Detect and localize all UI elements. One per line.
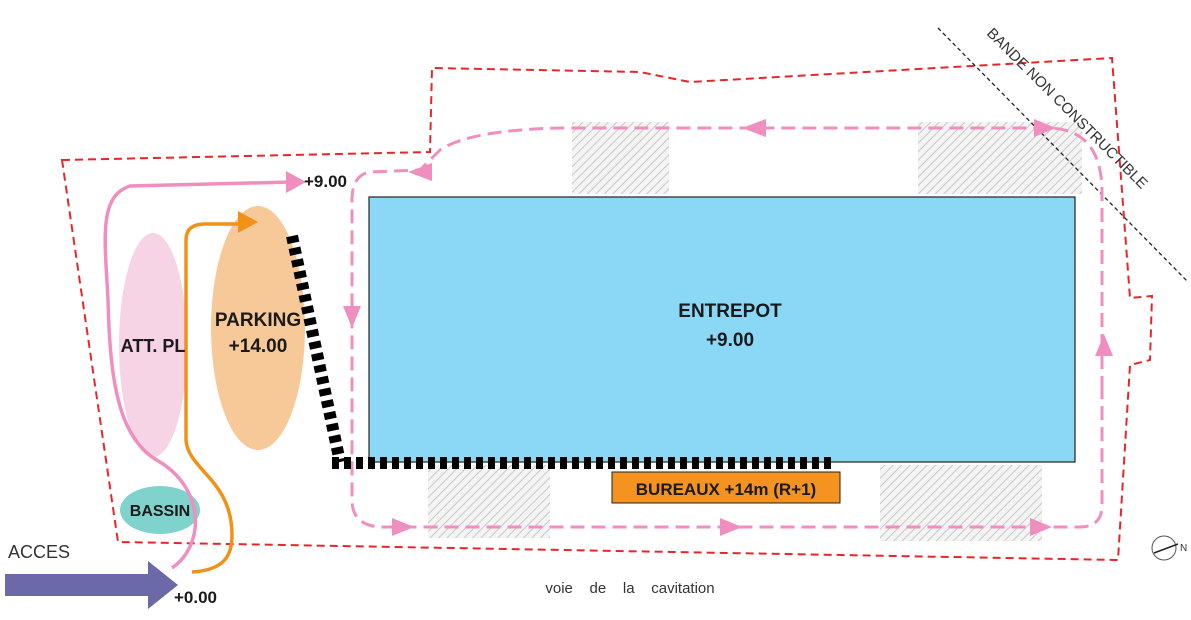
- parking-area: [211, 206, 305, 450]
- circulation-arrow-icon: [1030, 518, 1052, 536]
- road-label: voie de la cavitation: [545, 580, 714, 597]
- north-label: N: [1180, 543, 1187, 554]
- arrow-right-icon: [286, 171, 306, 193]
- retention-basin: [120, 486, 200, 534]
- circulation-arrow-icon: [343, 306, 361, 328]
- access-arrow: [5, 561, 178, 609]
- top-level-label: +9.00: [304, 172, 347, 191]
- car-access-path: [184, 222, 240, 574]
- parking-name: PARKING: [215, 310, 301, 331]
- non-buildable-line: [937, 27, 1189, 283]
- loading-dock-zone: [880, 465, 1042, 541]
- truck-waiting-area: [119, 233, 187, 457]
- circulation-arrow-icon: [408, 163, 432, 181]
- truck-access-path: [103, 180, 293, 570]
- circulation-arrow-icon: [1095, 334, 1113, 356]
- offices-label: BUREAUX +14m (R+1): [636, 480, 816, 499]
- ground-level-label: +0.00: [174, 588, 217, 607]
- access-label: ACCES: [8, 542, 70, 562]
- facade-treatment: [286, 234, 346, 464]
- north-arrow-icon: [1151, 535, 1179, 561]
- circulation-arrow-icon: [1034, 119, 1056, 137]
- basin-label: BASSIN: [130, 503, 190, 520]
- warehouse-building: [368, 196, 1076, 463]
- circulation-arrow-icon: [720, 518, 742, 536]
- arrow-right-icon: [238, 211, 258, 233]
- loading-dock-zone: [918, 122, 1082, 194]
- loading-dock-zone: [572, 122, 669, 194]
- parking-level: +14.00: [229, 336, 288, 357]
- truck-waiting-label: ATT. PL: [121, 336, 186, 356]
- warehouse-name: ENTREPOT: [678, 301, 782, 322]
- truck-circulation-loop: [350, 126, 1104, 529]
- circulation-arrow-icon: [742, 119, 766, 137]
- circulation-arrow-icon: [392, 518, 414, 536]
- warehouse-level: +9.00: [706, 330, 754, 351]
- offices-block: [611, 471, 841, 504]
